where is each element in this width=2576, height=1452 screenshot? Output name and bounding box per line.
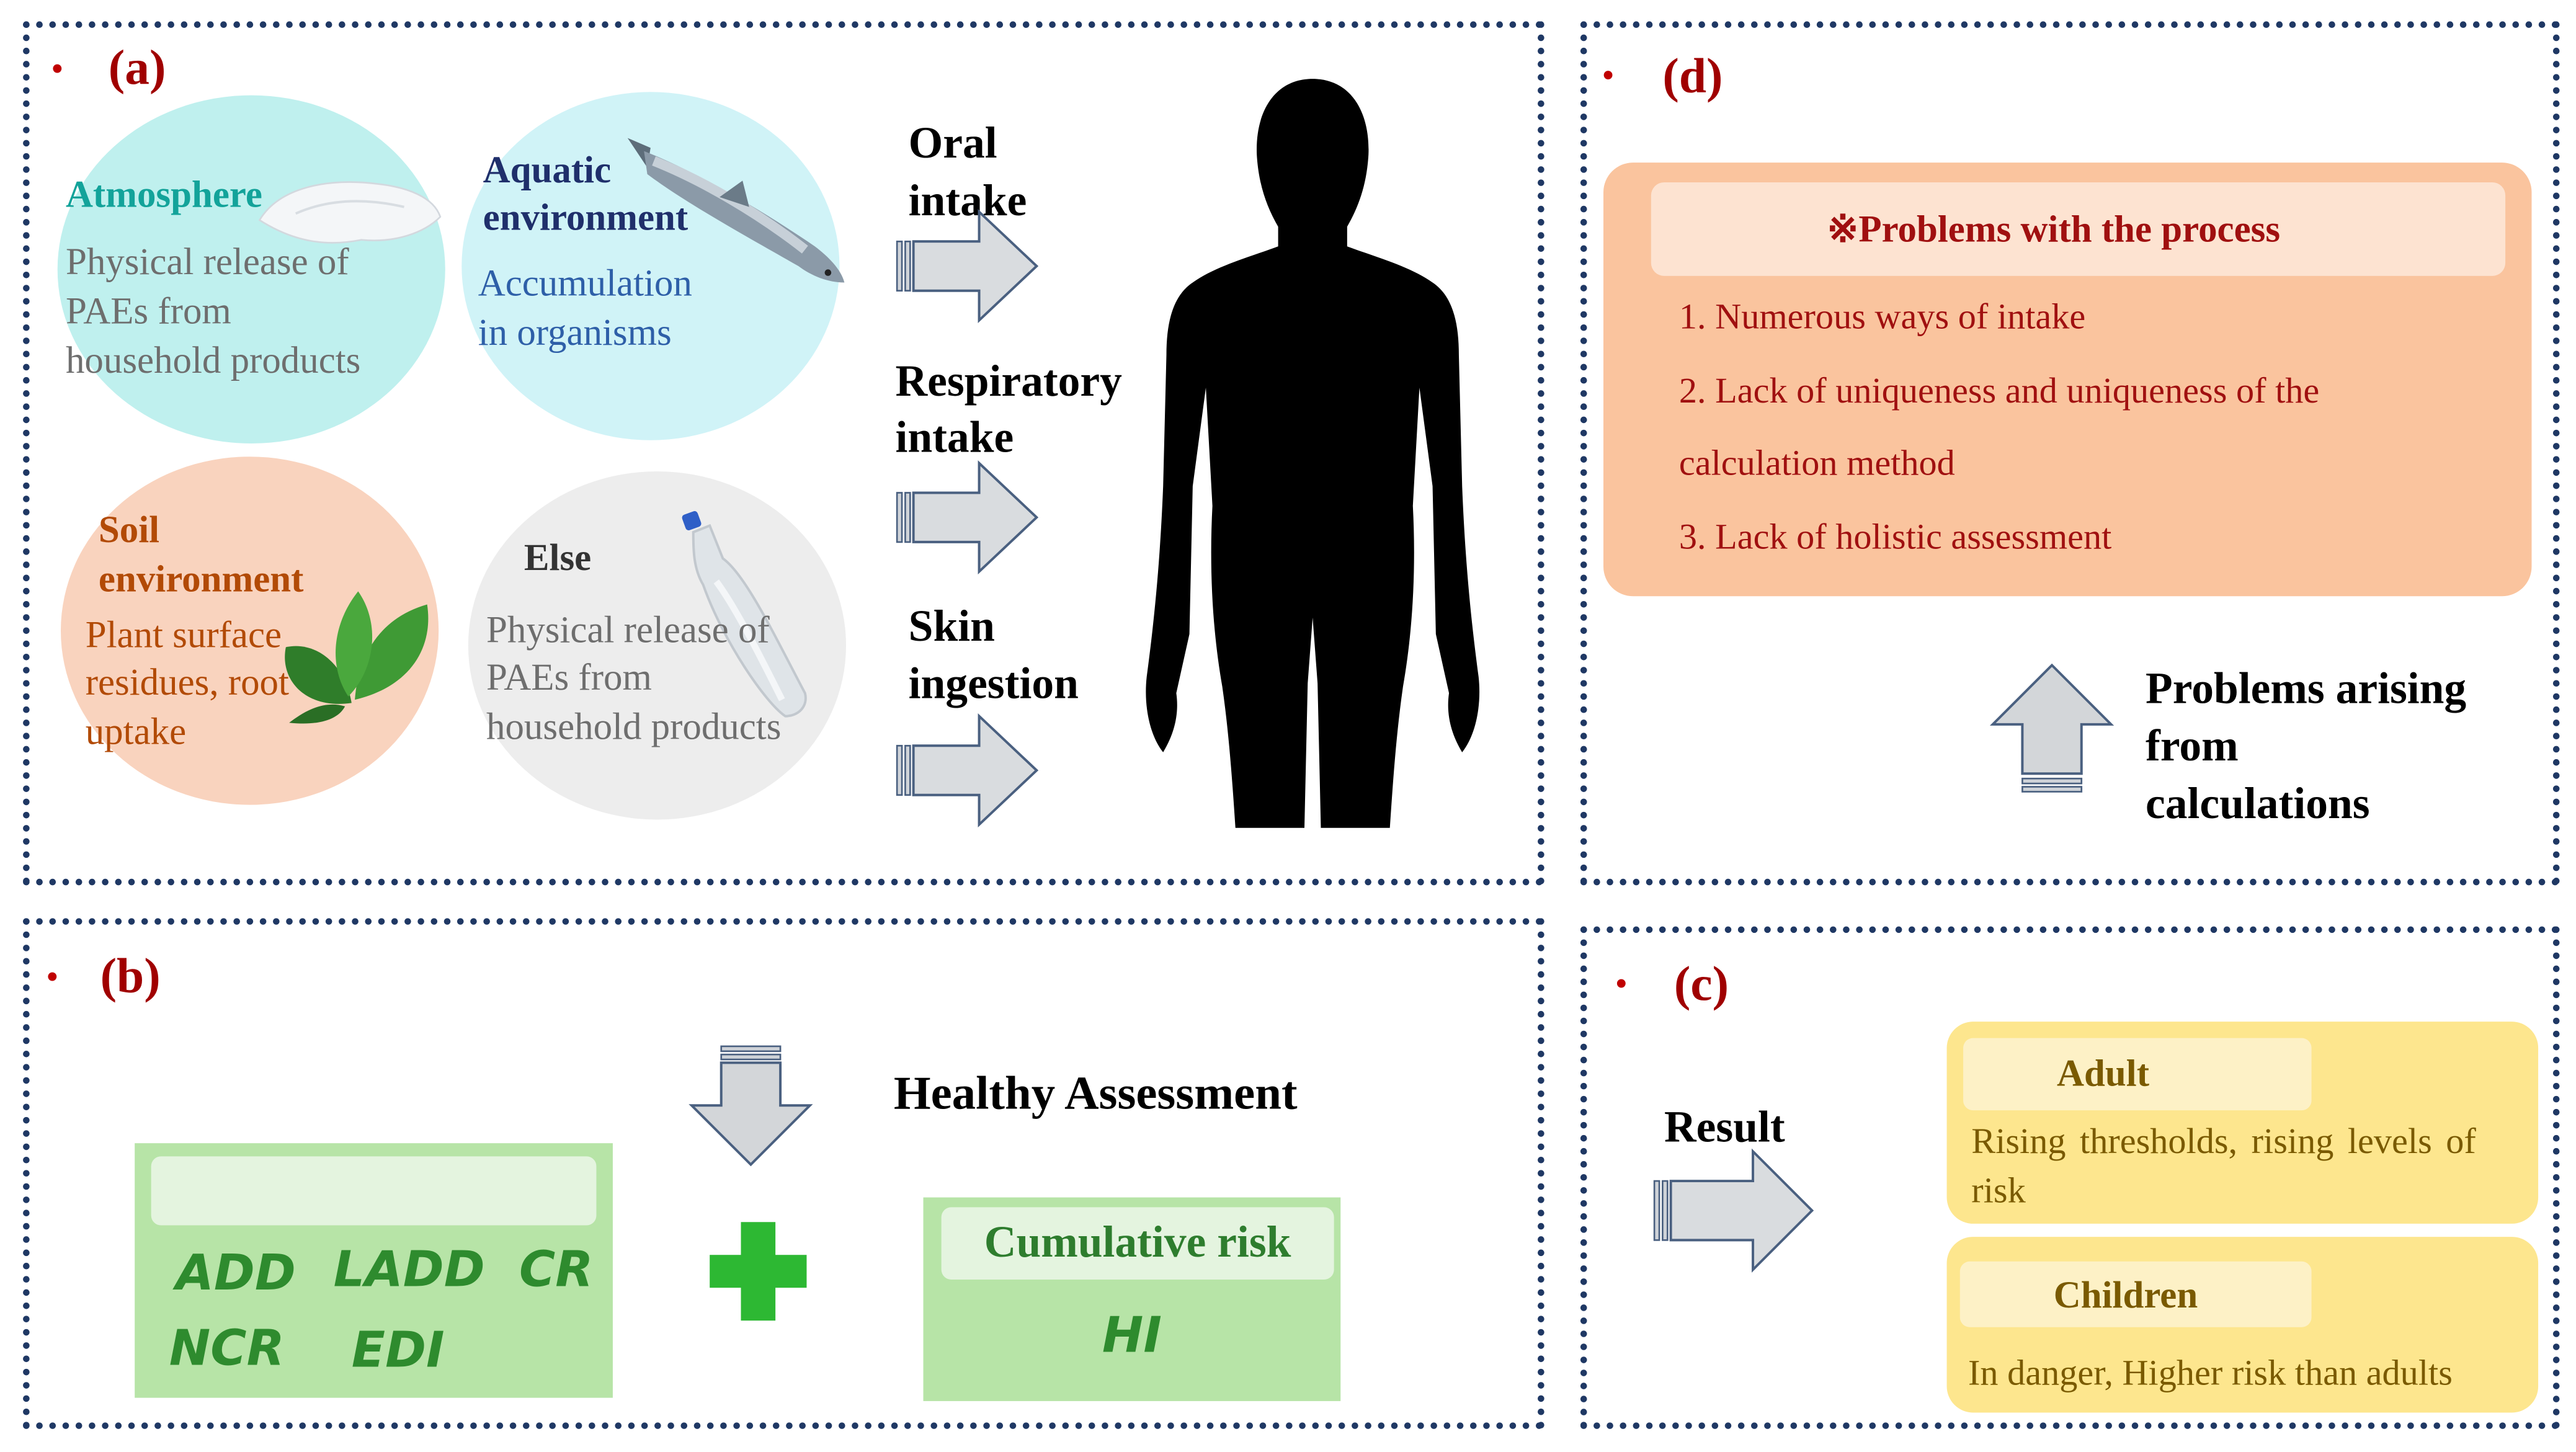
aquatic-title-1: Aquatic — [483, 149, 612, 191]
children-text: In danger, Higher risk than adults — [1968, 1352, 2453, 1393]
else-text-3: household products — [486, 706, 782, 747]
human-silhouette-icon — [1146, 79, 1480, 828]
soil-text-1: Plant surface — [85, 614, 282, 656]
route-respiratory-2: intake — [895, 412, 1014, 462]
plus-icon — [710, 1222, 807, 1321]
children-title: Children — [2053, 1274, 2198, 1316]
soil-title-1: Soil — [98, 509, 160, 551]
atmosphere-circle — [57, 95, 445, 444]
atmosphere-title: Atmosphere — [65, 174, 262, 215]
adult-title-bar — [1963, 1038, 2312, 1111]
else-circle — [468, 471, 847, 820]
else-title: Else — [524, 537, 592, 579]
metric-ncr: NCR — [169, 1321, 285, 1378]
atmosphere-text-1: Physical release of — [65, 241, 349, 283]
arising-text-3: calculations — [2146, 778, 2370, 828]
aquatic-title-2: environment — [483, 197, 689, 238]
arrow-right-icon — [896, 713, 1039, 827]
route-skin-2: ingestion — [908, 658, 1079, 708]
fish-icon — [627, 138, 845, 283]
route-oral-1: Oral — [908, 118, 997, 168]
soil-text-2: residues, root — [85, 662, 289, 703]
panel-c — [1580, 926, 2560, 1429]
problem-item-3: 3. Lack of holistic assessment — [1678, 515, 2112, 557]
arrow-right-icon — [896, 209, 1039, 323]
soil-title-2: environment — [98, 558, 304, 600]
cumulative-title-bar — [941, 1207, 1334, 1280]
soil-circle — [60, 457, 439, 805]
metric-ladd: LADD — [333, 1242, 485, 1299]
bottle-icon — [682, 510, 807, 718]
arising-text-2: from — [2146, 721, 2239, 771]
aquatic-text-1: Accumulation — [478, 262, 692, 304]
panel-a-bullet: • — [51, 47, 64, 89]
panel-a — [23, 21, 1544, 886]
healthy-assessment-heading: Healthy Assessment — [893, 1067, 1298, 1121]
atmosphere-text-3: household products — [65, 340, 361, 381]
route-skin-1: Skin — [908, 601, 995, 651]
adult-text-1: Rising thresholds, rising levels of — [1971, 1120, 2476, 1162]
metrics-header-bar — [151, 1156, 597, 1226]
panel-b — [23, 918, 1544, 1429]
aquatic-circle — [461, 92, 840, 440]
panel-b-bullet: • — [46, 956, 59, 997]
arrow-up-icon — [1989, 663, 2115, 793]
panel-d — [1580, 21, 2560, 886]
problem-item-1: 1. Numerous ways of intake — [1678, 295, 2086, 337]
cumulative-title: Cumulative risk — [984, 1217, 1291, 1267]
problems-header: ※Problems with the process — [1827, 208, 2281, 250]
arrow-right-icon — [1653, 1148, 1814, 1273]
cloth-icon — [258, 181, 442, 244]
panel-c-bullet: • — [1615, 962, 1628, 1004]
problem-item-2b: calculation method — [1678, 442, 1955, 483]
problems-header-bar — [1651, 182, 2506, 276]
aquatic-text-2: in organisms — [478, 312, 672, 354]
soil-text-3: uptake — [85, 711, 187, 752]
adult-text-2: risk — [1971, 1169, 2026, 1211]
arising-text-1: Problems arising — [2146, 663, 2467, 713]
arrow-down-icon — [689, 1045, 813, 1167]
metric-hi: HI — [1102, 1307, 1162, 1365]
route-oral-2: intake — [908, 176, 1027, 225]
panel-b-label: (b) — [100, 949, 161, 1004]
problem-item-2: 2. Lack of uniqueness and uniqueness of … — [1678, 369, 2320, 411]
atmosphere-text-2: PAEs from — [65, 290, 231, 332]
metric-add: ADD — [176, 1245, 296, 1303]
panel-d-label: (d) — [1662, 49, 1723, 104]
route-respiratory-1: Respiratory — [895, 356, 1122, 406]
plant-icon — [285, 591, 429, 724]
panel-a-label: (a) — [108, 41, 166, 96]
metric-edi: EDI — [351, 1322, 445, 1380]
result-label: Result — [1664, 1102, 1785, 1152]
else-text-2: PAEs from — [486, 657, 652, 698]
children-title-bar — [1959, 1261, 2312, 1327]
metric-cr: CR — [519, 1242, 594, 1299]
panel-c-label: (c) — [1674, 957, 1729, 1012]
panel-d-bullet: • — [1602, 54, 1615, 96]
else-text-1: Physical release of — [486, 609, 770, 651]
arrow-right-icon — [896, 460, 1039, 575]
adult-title: Adult — [2057, 1053, 2150, 1094]
